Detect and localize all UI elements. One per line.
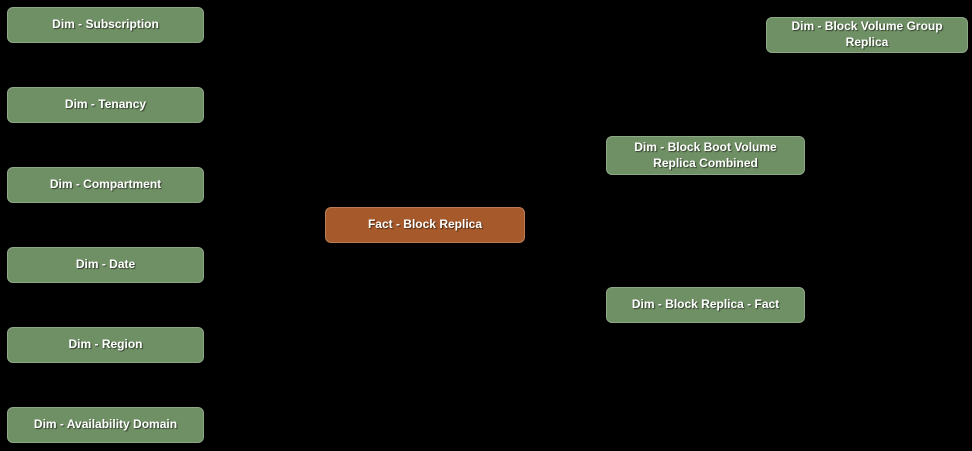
node-label: Dim - Availability Domain bbox=[33, 417, 178, 432]
node-dim-region[interactable]: Dim - Region bbox=[7, 327, 204, 363]
node-label: Dim - Date bbox=[75, 257, 136, 272]
node-dim-availability-domain[interactable]: Dim - Availability Domain bbox=[7, 407, 204, 443]
node-fact-block-replica[interactable]: Fact - Block Replica bbox=[325, 207, 525, 243]
node-label: Dim - Block Boot Volume Replica Combined bbox=[634, 139, 777, 170]
node-dim-date[interactable]: Dim - Date bbox=[7, 247, 204, 283]
node-label: Dim - Block Replica - Fact bbox=[631, 297, 780, 312]
node-label: Dim - Tenancy bbox=[64, 97, 147, 112]
node-dim-subscription[interactable]: Dim - Subscription bbox=[7, 7, 204, 43]
node-label: Dim - Region bbox=[68, 337, 143, 352]
node-dim-block-volume-group-replica[interactable]: Dim - Block Volume Group Replica bbox=[766, 17, 968, 53]
node-dim-compartment[interactable]: Dim - Compartment bbox=[7, 167, 204, 203]
node-label: Dim - Compartment bbox=[49, 177, 162, 192]
node-label: Dim - Subscription bbox=[52, 17, 159, 32]
node-label: Fact - Block Replica bbox=[367, 217, 483, 232]
node-dim-tenancy[interactable]: Dim - Tenancy bbox=[7, 87, 204, 123]
node-dim-block-replica-fact[interactable]: Dim - Block Replica - Fact bbox=[606, 287, 805, 323]
node-dim-block-boot-volume-replica-combined[interactable]: Dim - Block Boot Volume Replica Combined bbox=[606, 136, 805, 175]
node-label: Dim - Block Volume Group Replica bbox=[791, 19, 943, 49]
